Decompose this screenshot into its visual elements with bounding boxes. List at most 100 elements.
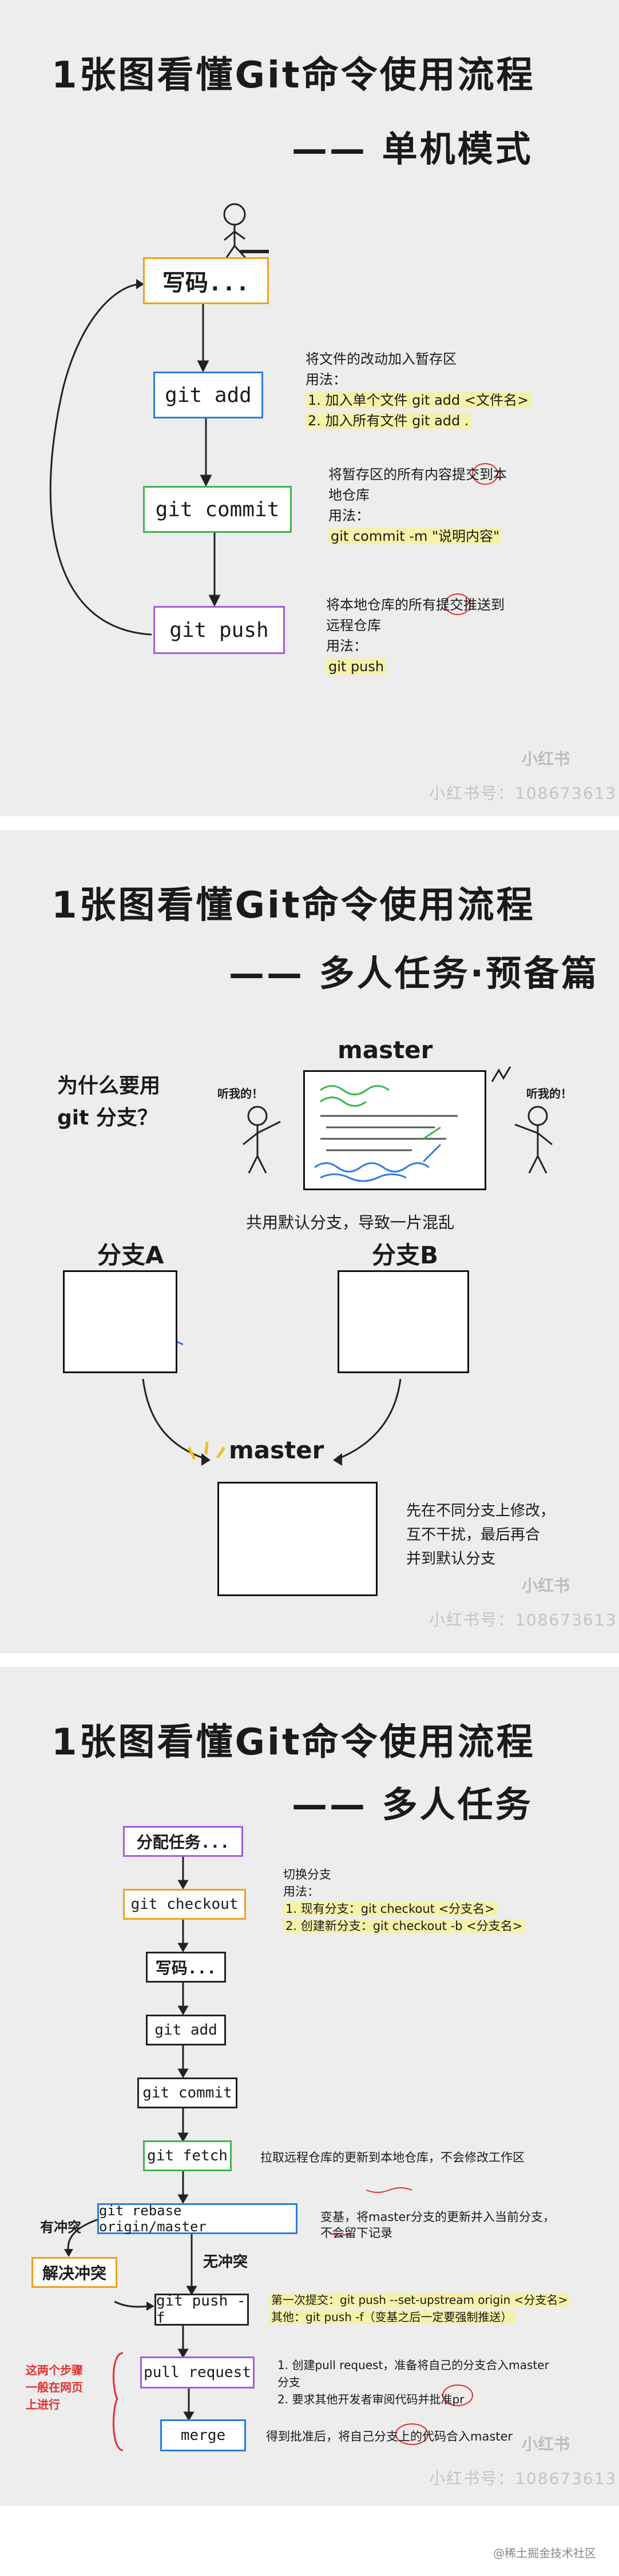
git-fetch-box: git fetch (143, 2140, 232, 2171)
git-rebase-label: git rebase origin/master (99, 2203, 207, 2235)
git-add-label: git add (154, 2021, 217, 2039)
panel-subtitle: —— 单机模式 (292, 128, 533, 170)
assign-task-label: 分配任务... (136, 1833, 230, 1852)
resolve-conflict-box: 解决冲突 (31, 2257, 117, 2288)
master-screen-bottom (217, 1482, 378, 1596)
speech-right: 听我的！ (526, 1087, 572, 1100)
note-pull-request-line: 分支 (277, 2375, 300, 2389)
note-commit-line: git commit -m "说明内容" (328, 528, 502, 544)
flow-arrows (64, 1856, 473, 2451)
note-pull-request: 1. 创建pull request，准备将自己的分支合入master 分支 2.… (277, 2356, 549, 2408)
note-rebase: 变基，将master分支的更新并入当前分支， 不会留下记录 (320, 2209, 555, 2241)
note-add-line: 用法： (305, 372, 347, 388)
note-commit: 将暂存区的所有内容提交到本 地仓库 用法： git commit -m "说明内… (328, 464, 507, 547)
git-push-label: git push (169, 618, 269, 642)
panel-title: 1张图看懂Git命令使用流程 (51, 54, 535, 97)
speech-left: 听我的！ (217, 1087, 263, 1100)
watermark-logo: 小红书 (522, 2435, 570, 2454)
git-push-force-label: git push -f (156, 2292, 246, 2327)
note-rebase-line: 变基，将master分支的更新并入当前分支， (320, 2210, 555, 2224)
branch-b-screen (338, 1270, 469, 1373)
caption-merge-line: 互不干扰，最后再合 (406, 1526, 541, 1544)
panel-title: 1张图看懂Git命令使用流程 (51, 884, 535, 927)
git-add-box: git add (153, 372, 263, 418)
note-add: 将文件的改动加入暂存区 用法： 1. 加入单个文件 git add <文件名> … (305, 349, 531, 431)
panel-single-mode: 1张图看懂Git命令使用流程 —— 单机模式 写码... git add git… (0, 0, 619, 816)
note-push-force-line: 其他：git push -f（变基之后一定要强制推送） (269, 2310, 515, 2324)
note-pull-request-line: 1. 创建pull request，准备将自己的分支合入master (277, 2358, 549, 2372)
panel-multi-prep: 1张图看懂Git命令使用流程 —— 多人任务·预备篇 为什么要用 git 分支？… (0, 830, 619, 1653)
panel-title: 1张图看懂Git命令使用流程 (51, 1721, 535, 1764)
git-commit-box: git commit (143, 486, 292, 533)
footer: @稀土掘金技术社区 (0, 2506, 619, 2576)
watermark-id: 小红书号：108673613 (429, 1610, 617, 1629)
branch-a-label: 分支A (97, 1241, 164, 1269)
note-commit-line: 将暂存区的所有内容提交到本 (328, 466, 507, 482)
conflict-label: 有冲突 (40, 2219, 81, 2235)
merge-label: merge (180, 2427, 226, 2444)
git-fetch-label: git fetch (147, 2147, 228, 2164)
note-push: 将本地仓库的所有提交推送到 远程仓库 用法： git push (326, 595, 505, 677)
note-push-force: 第一次提交：git push --set-upstream origin <分支… (269, 2291, 570, 2326)
watermark-id: 小红书号：108673613 (429, 2469, 617, 2488)
side-note-line: 这两个步骤 (26, 2363, 83, 2377)
note-push-line: 将本地仓库的所有提交推送到 (326, 597, 505, 613)
branch-b-label: 分支B (372, 1241, 439, 1269)
master-screen-top (303, 1070, 486, 1190)
pull-request-box: pull request (140, 2356, 255, 2388)
git-commit-label: git commit (155, 497, 280, 521)
note-push-line: 远程仓库 (326, 617, 381, 633)
git-add-label: git add (165, 383, 252, 407)
write-code-label: 写码... (155, 1959, 217, 1977)
side-note-line: 一般在网页 (26, 2380, 83, 2394)
git-commit-box: git commit (137, 2077, 237, 2108)
panel-subtitle: —— 多人任务 (292, 1784, 533, 1825)
question-text: 为什么要用 git 分支？ (57, 1070, 160, 1134)
write-code-box: 写码... (146, 1952, 226, 1983)
note-checkout: 切换分支 用法： 1. 现有分支：git checkout <分支名> 2. 创… (283, 1866, 525, 1935)
note-checkout-line: 切换分支 (283, 1868, 331, 1881)
side-note: 这两个步骤 一般在网页 上进行 (26, 2362, 83, 2413)
question-line: 为什么要用 (57, 1074, 161, 1098)
flow-arrows (49, 203, 498, 636)
note-checkout-line: 用法： (283, 1885, 319, 1899)
watermark-logo: 小红书 (522, 1576, 570, 1595)
caption-merge: 先在不同分支上修改， 互不干扰，最后再合 并到默认分支 (406, 1499, 555, 1571)
caption-shared: 共用默认分支，导致一片混乱 (246, 1213, 455, 1232)
side-note-line: 上进行 (26, 2398, 60, 2411)
note-push-line: git push (326, 659, 387, 675)
caption-merge-line: 并到默认分支 (406, 1550, 496, 1568)
git-add-box: git add (146, 2015, 226, 2045)
note-fetch: 拉取远程仓库的更新到本地仓库，不会修改工作区 (260, 2151, 525, 2164)
question-line: git 分支？ (57, 1106, 158, 1130)
master-label-top: master (338, 1036, 433, 1064)
no-conflict-label: 无冲突 (203, 2254, 248, 2271)
git-rebase-box: git rebase origin/master (97, 2203, 297, 2235)
caption-merge-line: 先在不同分支上修改， (406, 1502, 555, 1520)
note-push-force-line: 第一次提交：git push --set-upstream origin <分支… (269, 2293, 570, 2307)
watermark-id: 小红书号：108673613 (429, 784, 617, 803)
resolve-conflict-label: 解决冲突 (42, 2264, 106, 2283)
note-pull-request-line: 2. 要求其他开发者审阅代码并批准pr (277, 2392, 465, 2406)
assign-task-box: 分配任务... (123, 1826, 243, 1857)
note-add-line: 2. 加入所有文件 git add . (305, 413, 471, 429)
note-checkout-line: 1. 现有分支：git checkout <分支名> (283, 1902, 497, 1916)
note-commit-line: 地仓库 (328, 487, 370, 503)
note-commit-line: 用法： (328, 508, 370, 524)
pull-request-label: pull request (144, 2364, 251, 2381)
note-rebase-line: 不会留下记录 (320, 2226, 392, 2240)
branch-a-screen (63, 1270, 177, 1373)
git-push-force-box: git push -f (154, 2292, 249, 2327)
panel-subtitle: —— 多人任务·预备篇 (229, 952, 600, 994)
note-add-line: 1. 加入单个文件 git add <文件名> (305, 392, 531, 408)
git-checkout-box: git checkout (123, 1889, 246, 1920)
footer-credit: @稀土掘金技术社区 (493, 2546, 596, 2560)
master-label-bottom: master (229, 1436, 324, 1464)
git-checkout-label: git checkout (130, 1896, 239, 1913)
watermark-logo: 小红书 (522, 749, 570, 768)
panel-multi-task: 1张图看懂Git命令使用流程 —— 多人任务 分配任务... git chec (0, 1667, 619, 2506)
write-code-label: 写码... (162, 270, 250, 296)
merge-box: merge (160, 2419, 246, 2451)
git-push-box: git push (153, 606, 285, 654)
note-checkout-line: 2. 创建新分支：git checkout -b <分支名> (283, 1919, 525, 1933)
